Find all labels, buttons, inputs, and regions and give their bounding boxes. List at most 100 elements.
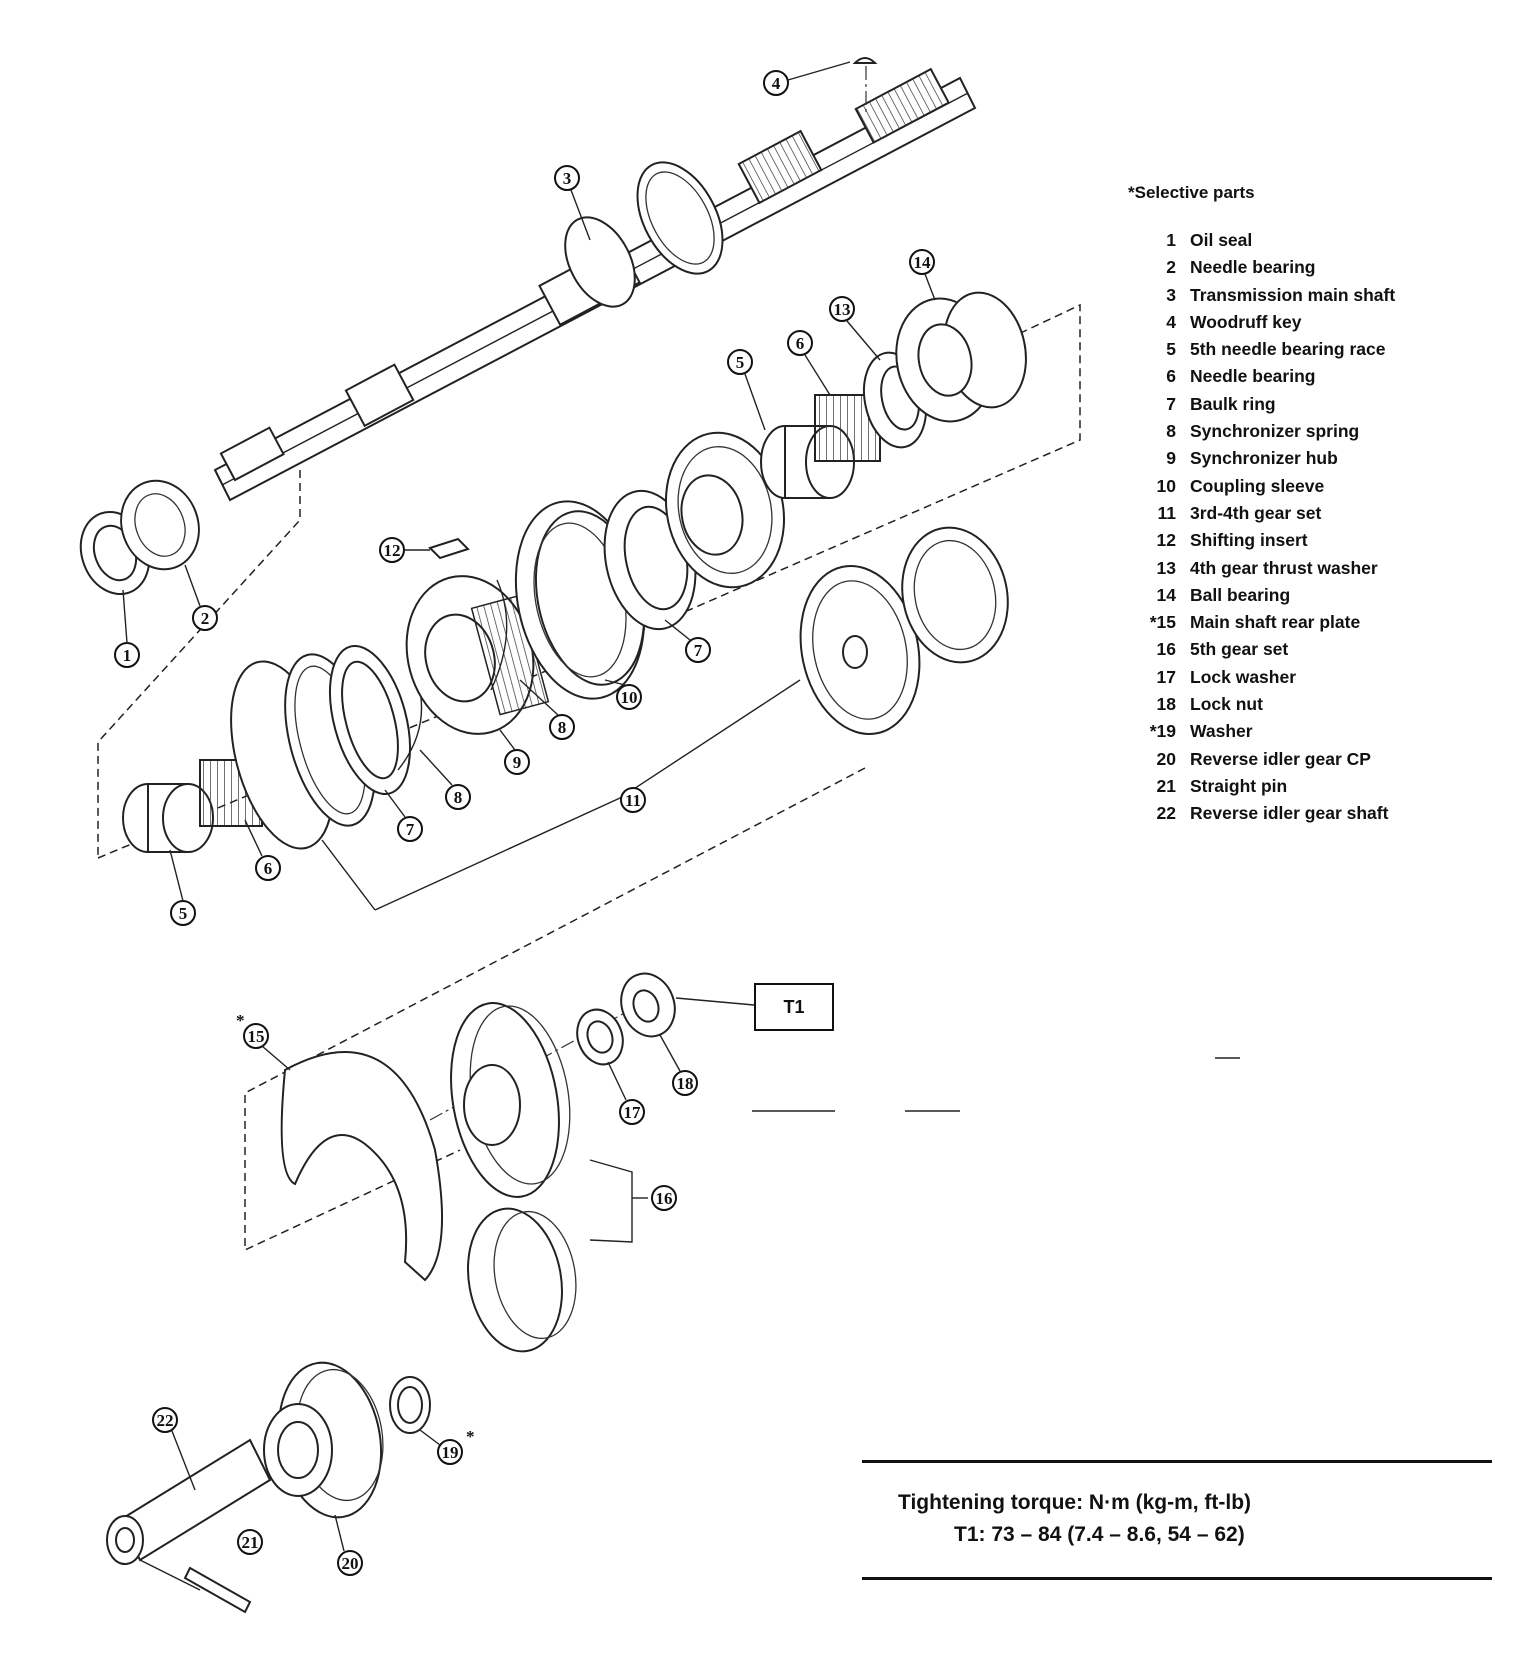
callout-14: 14 — [909, 249, 935, 275]
part-number: 1 — [1166, 230, 1176, 250]
parts-list-item: 2 Needle bearing — [1128, 254, 1395, 281]
part-name: 5th needle bearing race — [1190, 339, 1386, 360]
callout-17: 17 — [619, 1099, 645, 1125]
svg-text:16: 16 — [656, 1189, 673, 1208]
torque-tag-box: T1 — [754, 983, 834, 1031]
part-name: Main shaft rear plate — [1190, 612, 1361, 633]
part-number: 6 — [1166, 366, 1176, 387]
callout-8-lower: 8 — [445, 784, 471, 810]
baulk-ring-lower — [329, 645, 411, 795]
svg-text:17: 17 — [624, 1103, 642, 1122]
part-name: Synchronizer hub — [1190, 448, 1338, 469]
part-name: Needle bearing — [1190, 257, 1316, 278]
part-name: 5th gear set — [1190, 639, 1289, 660]
idler-shaft — [106, 1438, 272, 1591]
callout-2: 2 — [192, 605, 218, 631]
parts-list-item: 5 5th needle bearing race — [1128, 336, 1395, 363]
part-number: 2 — [1166, 257, 1176, 278]
ball-bearing — [895, 291, 1027, 423]
callout-3: 3 — [554, 165, 580, 191]
callout-1: 1 — [114, 642, 140, 668]
selective-parts-note: *Selective parts — [1128, 183, 1255, 202]
callout-15: 15* — [236, 1011, 269, 1049]
callout-13: 13 — [829, 296, 855, 322]
gear-set-frame — [97, 470, 301, 858]
torque-value: T1: 73 – 84 (7.4 – 8.6, 54 – 62) — [954, 1523, 1245, 1546]
idler-washer — [389, 1376, 431, 1434]
svg-text:*: * — [466, 1427, 475, 1446]
main-shaft — [213, 67, 977, 502]
svg-text:3: 3 — [563, 169, 572, 188]
svg-text:6: 6 — [796, 334, 805, 353]
callout-6-upper: 6 — [787, 330, 813, 356]
svg-text:5: 5 — [736, 353, 745, 372]
svg-text:9: 9 — [513, 753, 522, 772]
callout-18: 18 — [672, 1070, 698, 1096]
svg-text:5: 5 — [179, 904, 188, 923]
part-name: Reverse idler gear shaft — [1190, 803, 1389, 824]
part-number: 7 — [1166, 393, 1176, 414]
fifth-gear-upper — [450, 1002, 571, 1198]
straight-pin — [183, 1566, 252, 1614]
part-name: Ball bearing — [1190, 584, 1291, 605]
callout-5-upper: 5 — [727, 349, 753, 375]
svg-text:8: 8 — [558, 718, 567, 737]
synchronizer-hub — [405, 575, 550, 735]
part-name: 3rd-4th gear set — [1190, 502, 1322, 523]
part-number: 4 — [1166, 311, 1176, 332]
part-number: *19 — [1149, 721, 1176, 742]
counter-gear-set — [799, 526, 1009, 736]
svg-text:13: 13 — [834, 300, 851, 319]
svg-text:15: 15 — [248, 1027, 265, 1046]
part-number: 13 — [1156, 557, 1176, 578]
parts-list-item: 11 3rd-4th gear set — [1128, 500, 1395, 527]
parts-list-item: 9 Synchronizer hub — [1128, 445, 1395, 472]
svg-text:6: 6 — [264, 859, 273, 878]
woodruff-key — [852, 57, 878, 112]
part-number: 5 — [1166, 339, 1176, 360]
parts-list-item: 6 Needle bearing — [1128, 363, 1395, 390]
rear-plate — [280, 1051, 444, 1282]
reverse-idler-gear — [263, 1361, 384, 1519]
part-name: Coupling sleeve — [1190, 475, 1325, 496]
svg-text:12: 12 — [384, 541, 401, 560]
part-number: 18 — [1156, 694, 1176, 715]
fourth-gear — [664, 431, 786, 589]
svg-text:2: 2 — [201, 609, 210, 628]
callout-19: 19 * — [437, 1427, 475, 1465]
lock-nut — [620, 972, 676, 1038]
parts-list-item: 22 Reverse idler gear shaft — [1128, 800, 1395, 827]
callout-4: 4 — [763, 70, 789, 96]
part-number: 11 — [1157, 502, 1177, 523]
part-number: 9 — [1166, 448, 1176, 469]
torque-panel: Tightening torque: N·m (kg-m, ft-lb) T1:… — [862, 1460, 1492, 1580]
svg-text:7: 7 — [406, 820, 415, 839]
torque-title: Tightening torque: N·m (kg-m, ft-lb) — [898, 1491, 1252, 1514]
svg-text:14: 14 — [914, 253, 932, 272]
part-name: Washer — [1190, 721, 1253, 742]
svg-text:19: 19 — [442, 1443, 459, 1462]
part-number: 22 — [1156, 803, 1176, 824]
part-name: Needle bearing — [1190, 366, 1316, 387]
part-name: Woodruff key — [1190, 311, 1302, 332]
svg-text:18: 18 — [677, 1074, 694, 1093]
part-name: Reverse idler gear CP — [1190, 748, 1371, 769]
fifth-gear-lower — [467, 1207, 577, 1353]
callout-9: 9 — [504, 749, 530, 775]
callout-16: 16 — [651, 1185, 677, 1211]
callout-11: 11 — [620, 787, 646, 813]
svg-text:7: 7 — [694, 641, 703, 660]
shifting-insert — [428, 537, 470, 560]
svg-text:*: * — [236, 1011, 245, 1030]
part-number: 3 — [1166, 284, 1176, 305]
